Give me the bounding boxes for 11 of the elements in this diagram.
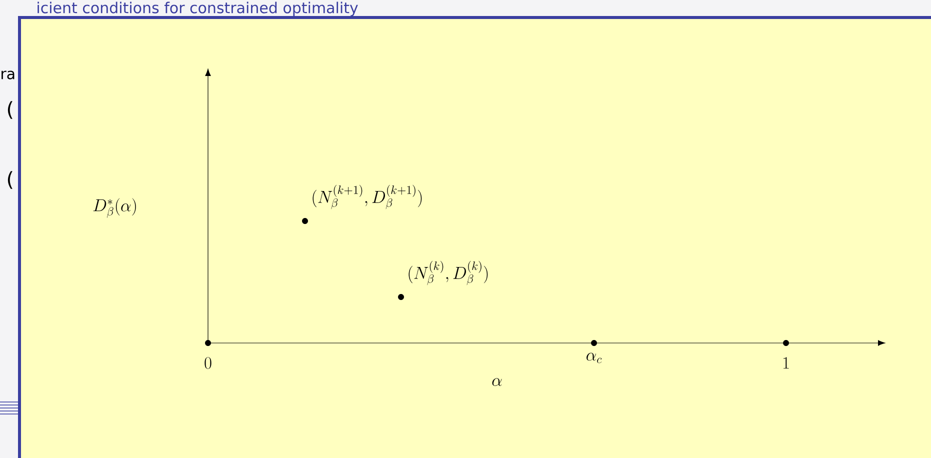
slide-title: icient conditions for constrained optimality	[38, 2, 358, 16]
axis-label: $D^*_\beta(\alpha)$	[93, 198, 136, 218]
body-text: ra	[2, 70, 14, 80]
tick-label: $1$	[784, 357, 789, 369]
point-label: $(N_\beta^{(k)}, D_\beta^{(k)})$	[408, 260, 488, 286]
tick-label: $\alpha_c$	[586, 352, 602, 364]
body-text: (	[8, 101, 12, 119]
body-text: (	[8, 171, 12, 189]
axis-label: $\alpha$	[492, 378, 502, 386]
point-label: $(N_\beta^{(k+1)}, D_\beta^{(k+1)})$	[312, 184, 422, 210]
tick-label: $0$	[204, 357, 212, 369]
